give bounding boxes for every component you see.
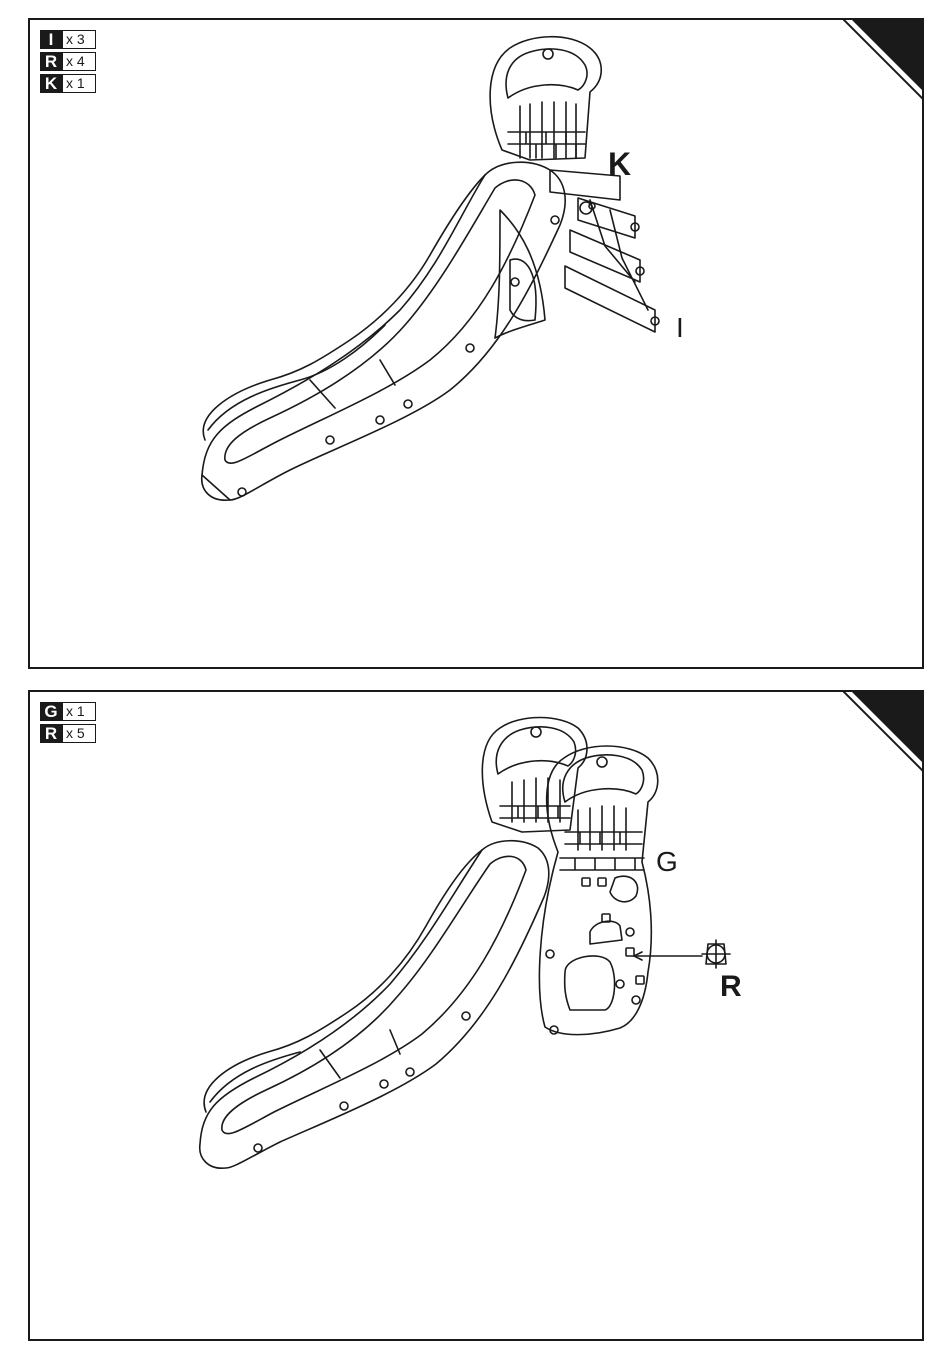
slide-assembly-drawing-1 xyxy=(30,20,922,667)
callout-label-g: G xyxy=(656,846,678,878)
callout-label-i: I xyxy=(676,312,684,344)
slide-assembly-drawing-2 xyxy=(30,692,922,1339)
assembly-step-panel-2: G x 1 R x 5 xyxy=(28,690,924,1341)
assembly-step-panel-1: I x 3 R x 4 K x 1 xyxy=(28,18,924,669)
callout-label-r: R xyxy=(720,970,742,1004)
callout-label-k: K xyxy=(608,146,631,183)
